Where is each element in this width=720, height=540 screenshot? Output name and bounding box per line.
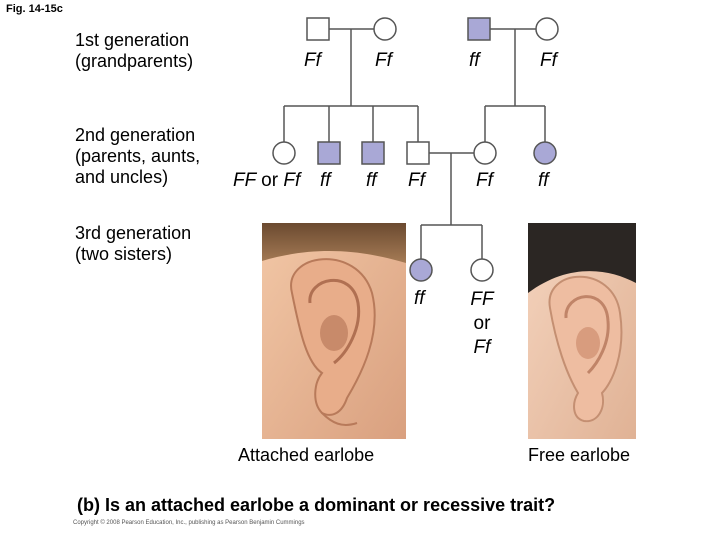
g1-female-symbol-2 xyxy=(535,17,559,41)
genotype-g2-affected-male: ff xyxy=(320,170,331,191)
question-text: (b) Is an attached earlobe a dominant or… xyxy=(77,495,556,515)
g1-affected-male-symbol xyxy=(467,17,491,41)
pedigree-lines xyxy=(283,28,546,259)
first-generation-label: 1st generation (grandparents) xyxy=(75,30,194,71)
genotype-g2-father: Ff xyxy=(408,170,425,191)
genotype-g2-affected-male-2: ff xyxy=(366,170,377,191)
g3-affected-sister-symbol xyxy=(409,258,433,282)
free-earlobe-photo xyxy=(528,223,636,439)
g2-mother-symbol xyxy=(473,141,497,165)
g2-female-symbol xyxy=(272,141,296,165)
g1-female-symbol xyxy=(373,17,397,41)
third-generation-label: 3rd generation (two sisters) xyxy=(75,223,192,264)
g2-father-symbol xyxy=(406,141,430,165)
g2-affected-female-symbol xyxy=(533,141,557,165)
genotype-g2-female-ff: FF or Ff xyxy=(233,170,301,191)
second-generation-label: 2nd generation (parents, aunts, and uncl… xyxy=(75,125,201,187)
genotype-g1-female-2: Ff xyxy=(540,50,557,71)
genotype-g1-female: Ff xyxy=(375,50,392,71)
genotype-g1-affected-male: ff xyxy=(469,50,480,71)
g3-sister-symbol xyxy=(470,258,494,282)
copyright-notice: Copyright © 2008 Pearson Education, Inc.… xyxy=(73,520,305,526)
figure-label: Fig. 14-15c xyxy=(6,3,63,15)
genotype-g1-male: Ff xyxy=(304,50,321,71)
g2-affected-male-symbol xyxy=(317,141,341,165)
g2-affected-male-symbol-2 xyxy=(361,141,385,165)
attached-earlobe-caption: Attached earlobe xyxy=(238,445,375,465)
free-earlobe-caption: Free earlobe xyxy=(528,445,631,465)
g1-male-symbol xyxy=(306,17,330,41)
attached-earlobe-photo xyxy=(262,223,406,439)
genotype-g2-affected-female: ff xyxy=(538,170,549,191)
genotype-g3-affected-sister: ff xyxy=(414,288,425,309)
genotype-g3-sister: FF or Ff xyxy=(470,289,494,358)
genotype-g2-mother: Ff xyxy=(476,170,493,191)
